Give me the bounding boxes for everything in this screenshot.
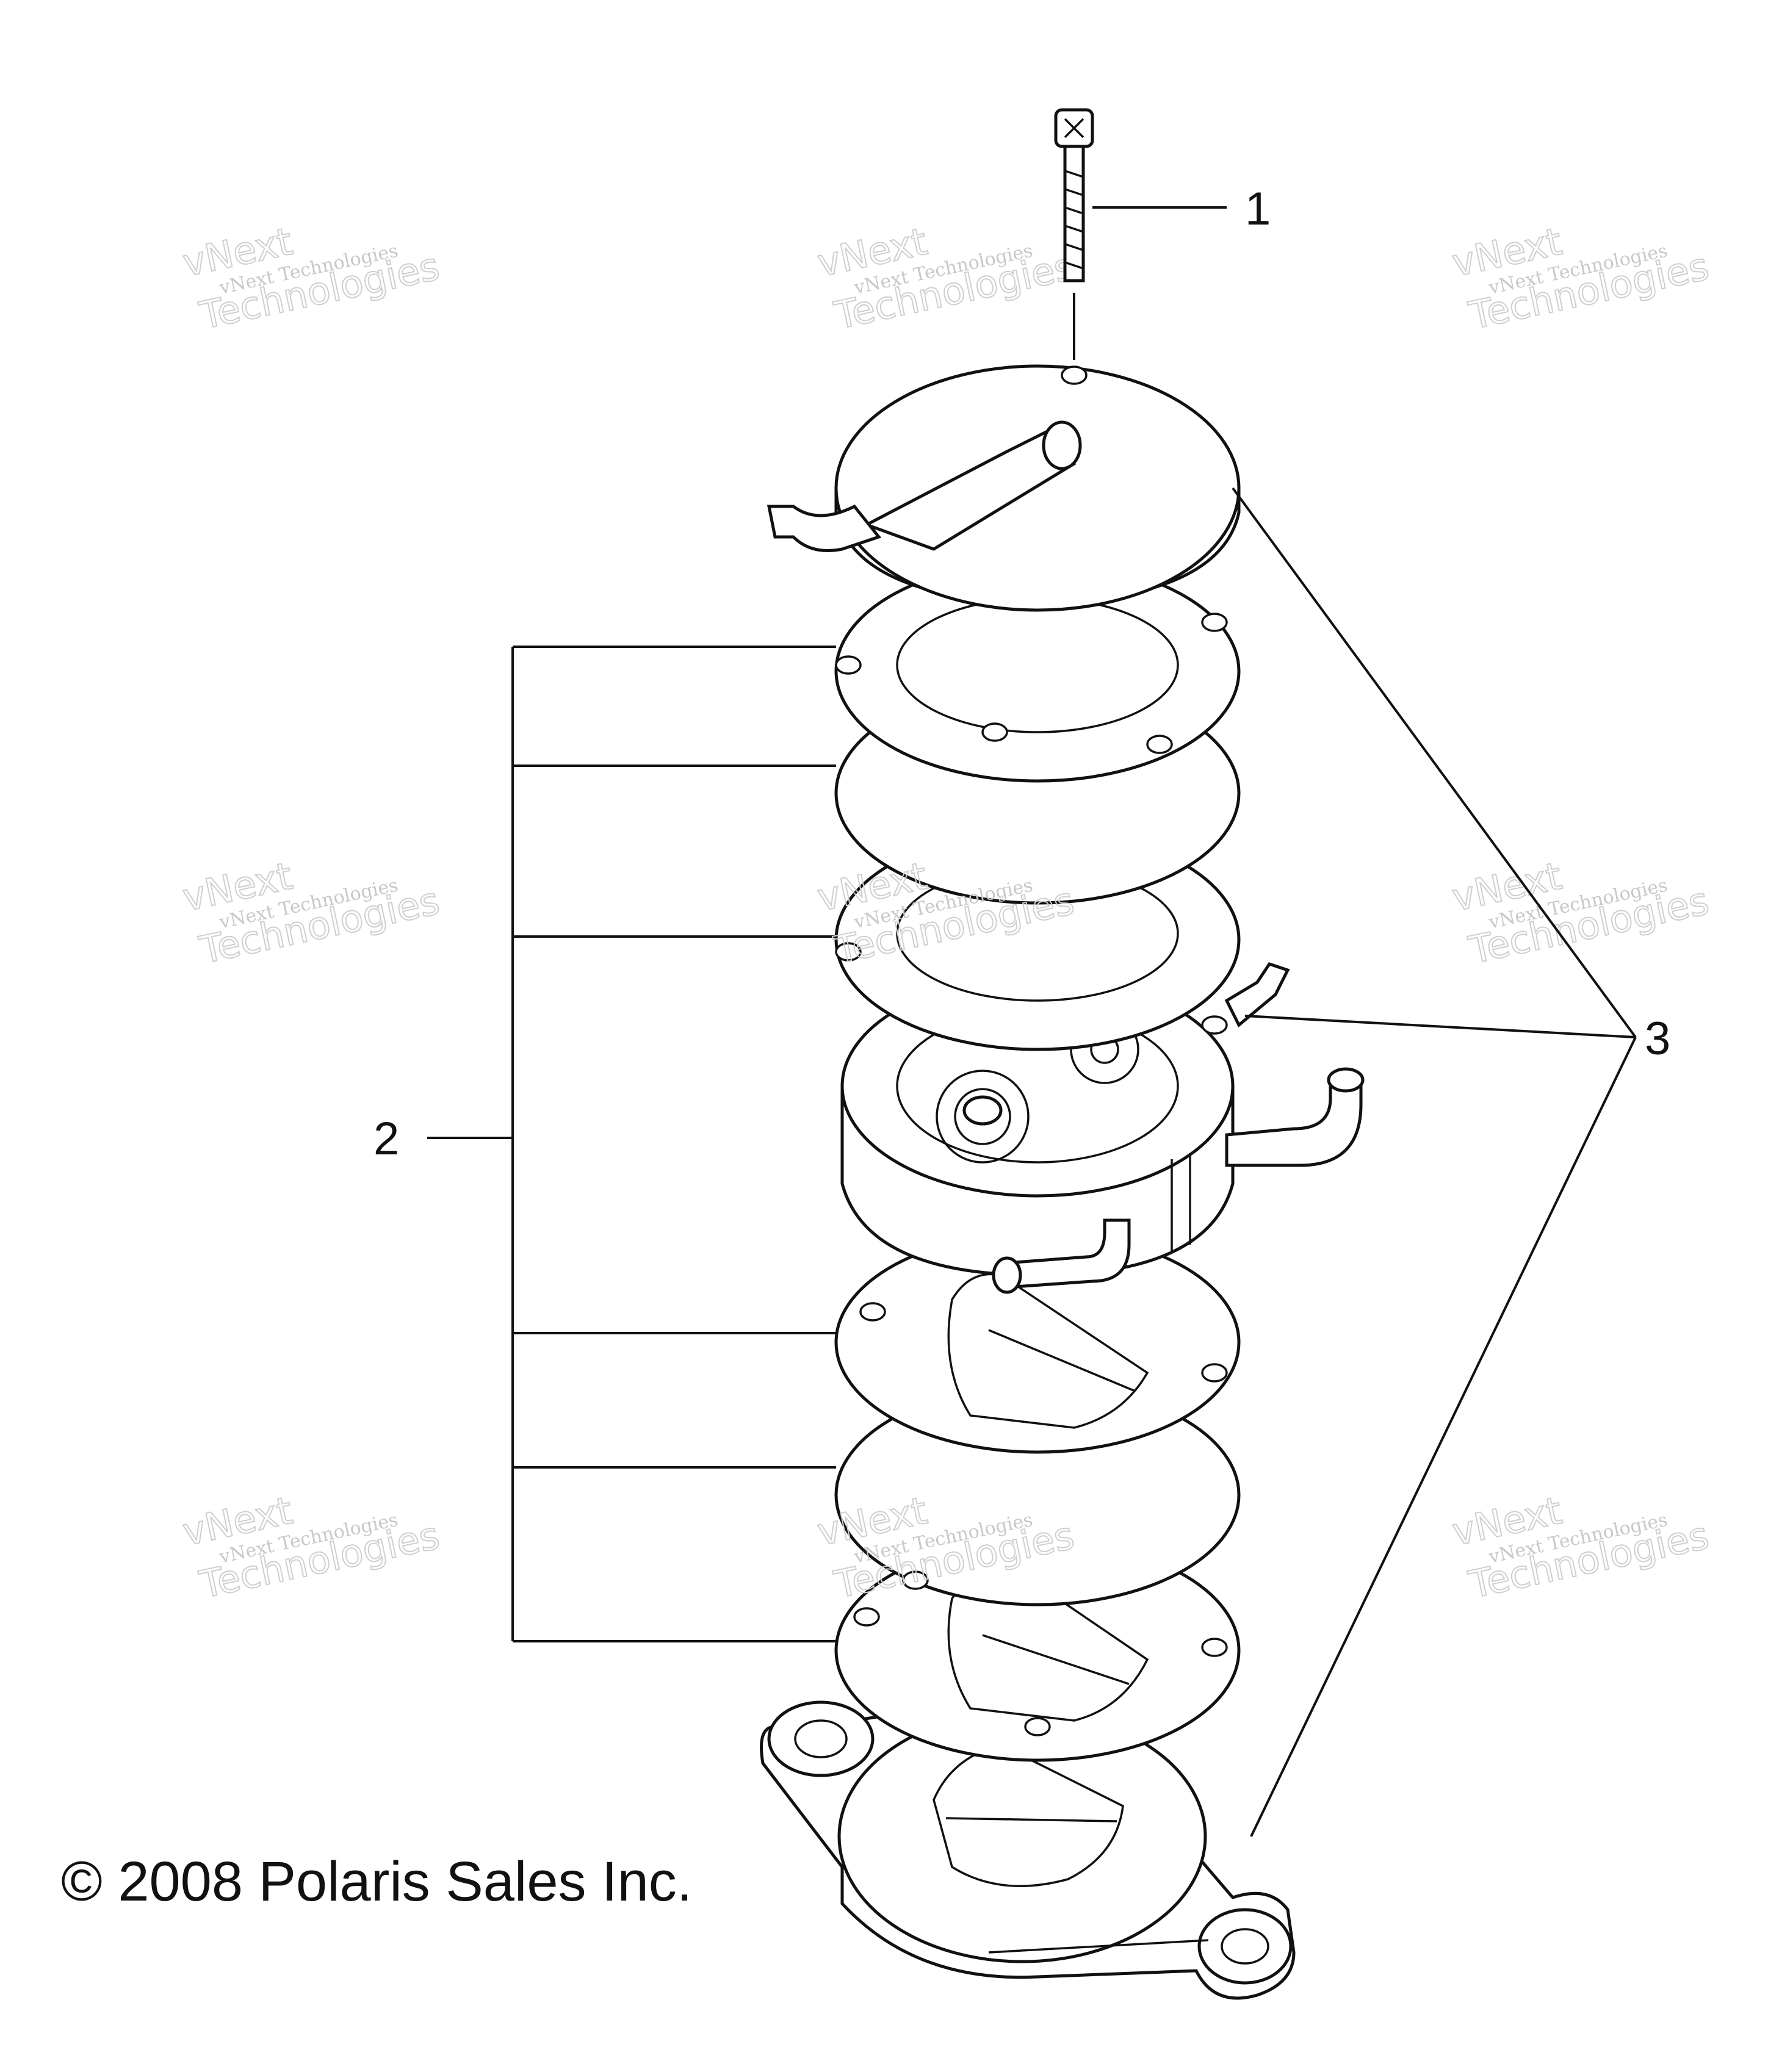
pump-top-cover [767,364,1241,612]
bolt-holes [835,365,1228,1736]
bolt [1054,108,1094,360]
watermark-top-left: vNext vNext Technologies Technologies [178,218,444,339]
gasket-lower-slotted [834,1231,1241,1454]
callout-label-3: 3 [1645,1013,1670,1065]
copyright-notice: © 2008 Polaris Sales Inc. [61,1851,692,1913]
leader-bracket-2 [427,646,836,1642]
watermark-bottom-left: vNext vNext Technologies Technologies [178,1487,444,1608]
watermark-top-center: vNext vNext Technologies Technologies [813,218,1078,339]
leader-lines-3 [1232,487,1637,1837]
callout-label-2: 2 [373,1113,399,1165]
callout-label-1: 1 [1245,183,1271,235]
watermark-mid-right: vNext vNext Technologies Technologies [1448,853,1713,973]
gasket-bottom [834,1539,1241,1762]
watermark-bottom-right: vNext vNext Technologies Technologies [1448,1487,1713,1608]
watermark-mid-left: vNext vNext Technologies Technologies [178,853,444,973]
watermark-top-right: vNext vNext Technologies Technologies [1448,218,1713,339]
pump-base-housing [760,1700,1296,2000]
